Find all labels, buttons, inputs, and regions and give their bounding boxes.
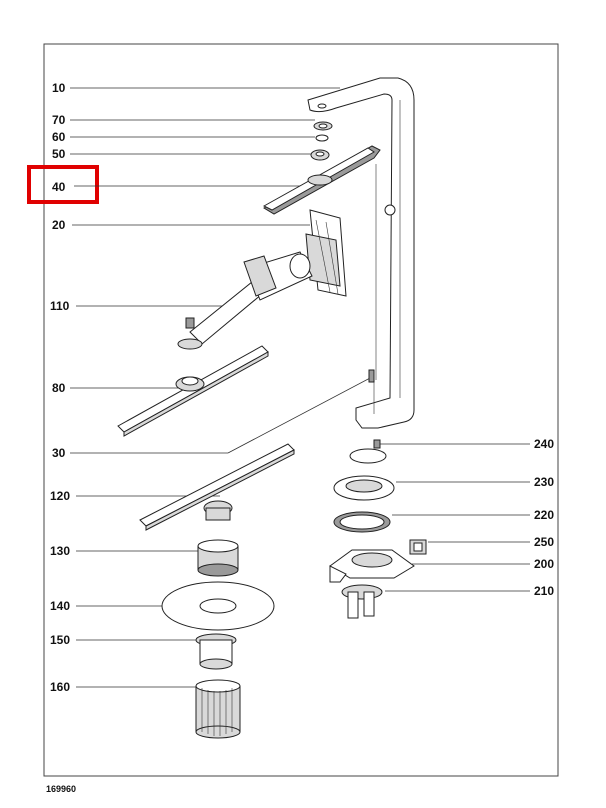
ring-part-230[interactable]	[333, 475, 395, 501]
callout-20[interactable]: 20	[52, 218, 66, 232]
supply-pipe-part[interactable]	[307, 77, 415, 429]
sump-housing-part-200[interactable]	[329, 549, 415, 583]
callout-130[interactable]: 130	[50, 544, 70, 558]
connector-part-240[interactable]	[349, 439, 387, 464]
callout-120[interactable]: 120	[50, 489, 70, 503]
callout-250[interactable]: 250	[534, 535, 554, 549]
seal-ring-part-70[interactable]	[313, 121, 333, 131]
callouts-right: 240 230 220 250 200 210	[534, 437, 554, 598]
callout-110[interactable]: 110	[50, 299, 70, 313]
callout-10[interactable]: 10	[52, 81, 66, 95]
callouts-left: 10 70 60 50 40 20 110 80 30 120 130 140 …	[50, 81, 70, 694]
callout-30[interactable]: 30	[52, 446, 66, 460]
callout-240[interactable]: 240	[534, 437, 554, 451]
callout-160[interactable]: 160	[50, 680, 70, 694]
callout-140[interactable]: 140	[50, 599, 70, 613]
drawing-frame	[43, 43, 559, 777]
middle-spray-arm-part-80[interactable]	[117, 345, 269, 437]
leader-30b	[227, 376, 373, 454]
callout-70[interactable]: 70	[52, 113, 66, 127]
washer-part-60[interactable]	[315, 134, 329, 142]
lower-spray-arm-part-120[interactable]	[139, 443, 295, 531]
callout-60[interactable]: 60	[52, 130, 66, 144]
leader-lines	[70, 87, 530, 688]
pin-part-30[interactable]	[368, 369, 375, 383]
seal-part-220[interactable]	[333, 511, 391, 533]
drain-connector-part-210[interactable]	[341, 584, 383, 619]
callout-210[interactable]: 210	[534, 584, 554, 598]
highlight-box	[27, 165, 99, 204]
coarse-filter-part-150[interactable]	[195, 633, 237, 670]
callout-230[interactable]: 230	[534, 475, 554, 489]
upper-spray-arm-part-40[interactable]	[262, 145, 381, 215]
sensor-clip-part-250[interactable]	[409, 539, 427, 555]
feed-tube-part-110[interactable]	[177, 251, 313, 350]
callout-80[interactable]: 80	[52, 381, 66, 395]
filter-plate-part-140[interactable]	[161, 581, 275, 631]
nut-part-50[interactable]	[310, 149, 330, 161]
mesh-filter-part-160[interactable]	[195, 679, 241, 739]
bracket-part-20[interactable]	[305, 209, 347, 297]
callout-40[interactable]: 40	[52, 180, 66, 194]
callout-150[interactable]: 150	[50, 633, 70, 647]
callout-220[interactable]: 220	[534, 508, 554, 522]
callout-50[interactable]: 50	[52, 147, 66, 161]
nut-ring-part-130[interactable]	[197, 539, 239, 577]
callout-200[interactable]: 200	[534, 557, 554, 571]
document-number: 169960	[46, 784, 76, 794]
